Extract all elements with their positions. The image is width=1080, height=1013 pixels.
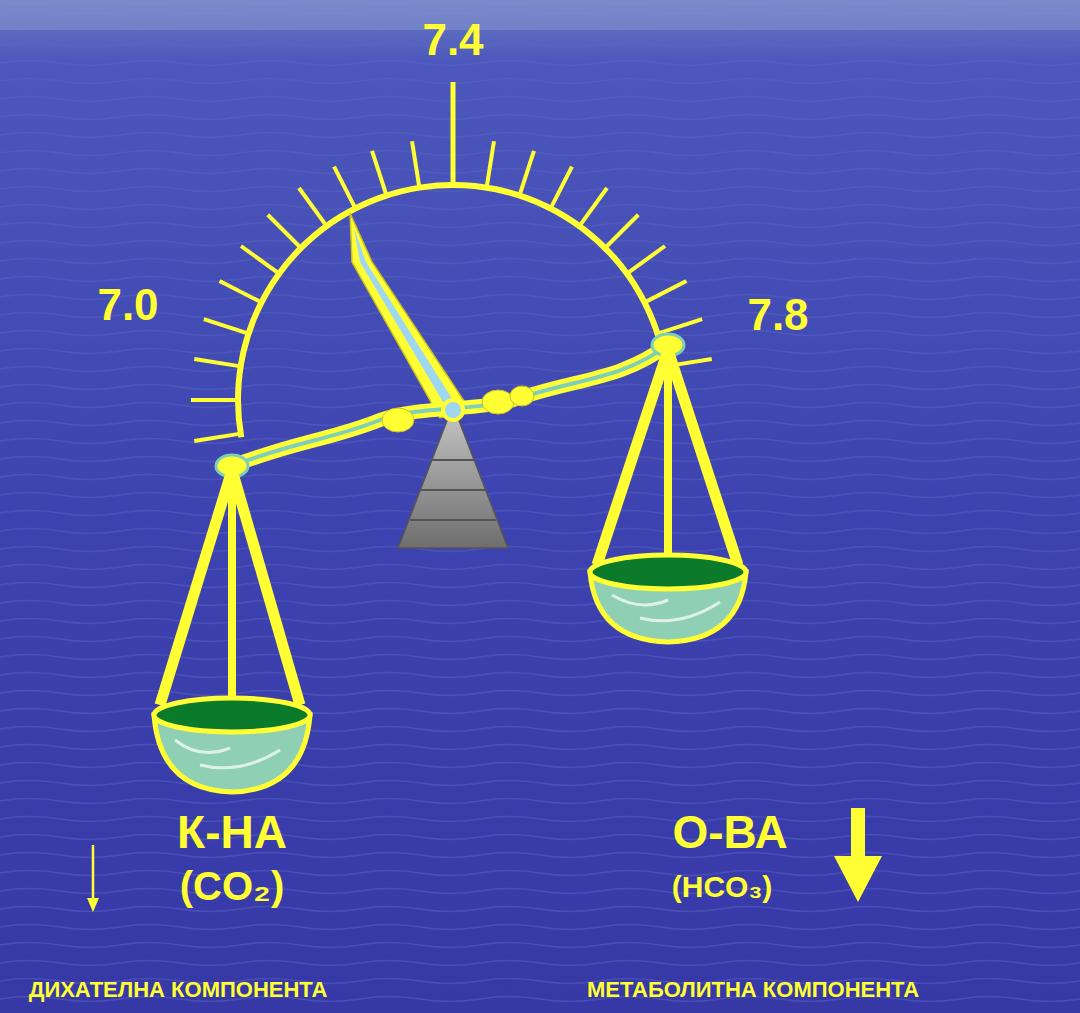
gauge-tick: [519, 151, 534, 196]
right-pan: [590, 350, 746, 642]
gauge-tick: [487, 141, 494, 187]
gauge-tick: [412, 141, 419, 187]
scale-value: 7.8: [747, 291, 808, 339]
left-pan: [154, 470, 310, 792]
component-caption: ДИХАТЕЛНА КОМПОНЕНТА: [29, 978, 328, 1002]
small-down-arrow: [87, 845, 99, 912]
component-name: О-ВА: [672, 807, 787, 858]
ph-gauge: [191, 82, 712, 441]
scale-value: 7.4: [422, 16, 483, 64]
needle: [350, 213, 470, 418]
gauge-tick: [657, 319, 702, 334]
gauge-tick: [204, 319, 249, 334]
gauge-tick: [627, 246, 665, 274]
gauge-tick: [372, 151, 387, 196]
gauge-tick: [194, 359, 240, 366]
large-down-arrow: [834, 808, 882, 902]
chemical-formula: (CO₂): [180, 864, 284, 908]
gauge-tick: [451, 82, 456, 185]
component-caption: МЕТАБОЛИТНА КОМПОНЕНТА: [587, 978, 919, 1002]
balance-beam: [216, 334, 684, 477]
scale-value: 7.0: [97, 281, 158, 329]
component-name: К-НА: [177, 807, 287, 858]
gauge-tick: [241, 246, 279, 274]
gauge-tick: [299, 188, 327, 226]
sky-band: [0, 0, 1080, 30]
gauge-tick: [220, 281, 262, 302]
gauge-arc: [235, 182, 669, 438]
gauge-tick: [645, 281, 687, 302]
fulcrum: [398, 405, 508, 548]
gauge-tick: [268, 215, 301, 248]
gauge-tick: [551, 167, 572, 209]
gauge-tick: [194, 434, 240, 441]
chemical-formula: (HCO₃): [672, 870, 773, 903]
gauge-tick: [605, 215, 638, 248]
gauge-tick: [334, 167, 355, 209]
gauge-tick: [579, 188, 607, 226]
gauge-tick: [191, 398, 238, 402]
